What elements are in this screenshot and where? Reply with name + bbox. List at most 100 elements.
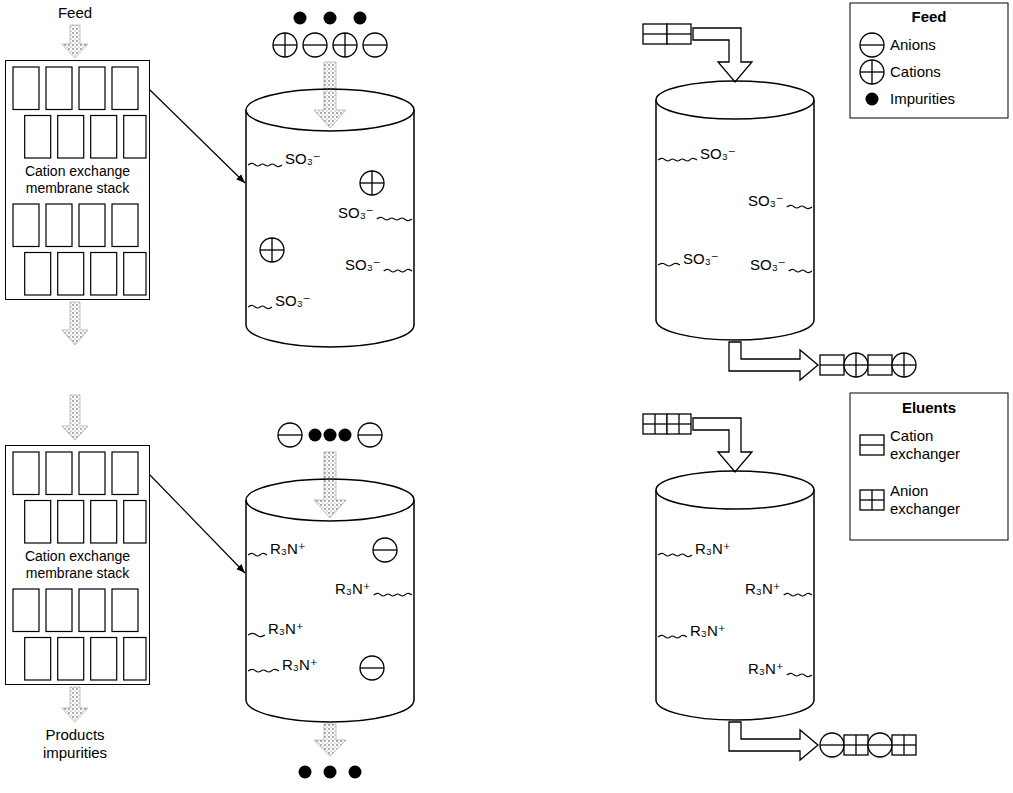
functional-group: SO₃⁻: [683, 250, 719, 268]
legend-entry: Cation exchanger: [890, 427, 995, 463]
membrane-cell: [58, 638, 84, 681]
membrane-cell: [112, 67, 138, 110]
legend-entry: Impurities: [890, 90, 1000, 108]
polymer-tether: [377, 217, 412, 220]
column-outline: [245, 88, 415, 347]
feed-ions-part: [363, 33, 387, 57]
legend-symbols-part: [860, 33, 884, 57]
membrane-cell: [112, 589, 138, 632]
membrane-cell: [91, 253, 117, 296]
functional-group: SO₃⁻: [748, 192, 784, 210]
product-label: Products impurities: [25, 726, 125, 762]
eluent-symbols-part: [643, 24, 667, 44]
eluent-symbols-part: [820, 733, 844, 757]
column-top: [246, 89, 414, 131]
membrane-cell: [124, 116, 146, 159]
eluent-symbols-part: [844, 735, 868, 755]
membrane-cell: [91, 638, 117, 681]
polymer-tether: [248, 669, 279, 672]
column-body: [656, 490, 814, 720]
membrane-cell: [79, 589, 105, 632]
functional-group: R₃N⁺: [268, 620, 304, 638]
membrane-cell: [112, 452, 138, 495]
eluent-arrows: [693, 28, 818, 760]
membrane-cell: [46, 452, 72, 495]
feed-ions-part: [358, 423, 382, 447]
legend-entry: Cations: [890, 63, 1000, 81]
stippled-arrows-part: [62, 395, 88, 440]
membrane-cell: [46, 204, 72, 247]
polymer-tether: [658, 158, 697, 161]
column-top: [246, 479, 414, 521]
legend-symbols-part: [860, 490, 884, 510]
membrane-cell: [13, 204, 39, 247]
membrane-cell: [58, 253, 84, 296]
stippled-arrows-part: [314, 724, 346, 756]
leader-arrow: [150, 90, 245, 183]
membrane-cell: [79, 452, 105, 495]
eluent-symbols-part: [667, 24, 691, 44]
column-body: [246, 110, 414, 347]
polymer-tether: [374, 593, 412, 596]
feed-ions-part: [354, 12, 367, 25]
membrane-cell: [79, 204, 105, 247]
membrane-cell: [58, 501, 84, 544]
feed-ions-part: [324, 429, 337, 442]
feed-ions-part: [333, 33, 357, 57]
column-body: [246, 500, 414, 722]
legend-heading: Eluents: [859, 399, 999, 417]
bound-ions-part: [260, 238, 284, 262]
eluent-symbols-part: [667, 414, 691, 434]
polymer-tether: [658, 635, 687, 638]
legend-frames: [850, 3, 1008, 540]
functional-group: SO₃⁻: [338, 204, 374, 222]
legend-symbols: [860, 33, 884, 510]
resin-column: SO₃⁻SO₃⁻SO₃⁻SO₃⁻: [655, 80, 815, 340]
stippled-arrows-part: [314, 452, 346, 518]
membrane-stack: Cation exchange membrane stack: [5, 445, 150, 685]
polymer-tether: [248, 305, 272, 308]
column-outline: [655, 80, 815, 340]
membrane-cell: [25, 501, 51, 544]
legend-symbols-part: [860, 60, 884, 84]
stack-label: Cation exchange membrane stack: [16, 546, 140, 584]
membrane-cell: [124, 501, 146, 544]
feed-ions-part: [349, 766, 362, 779]
membrane-cell: [91, 116, 117, 159]
bound-ions-part: [373, 538, 397, 562]
membrane-cell: [79, 67, 105, 110]
eluent-arrows-part: [693, 28, 752, 82]
feed-ions-part: [324, 766, 337, 779]
feed-ions-part: [299, 766, 312, 779]
stippled-arrows-part: [314, 62, 346, 128]
column-outline: [245, 478, 415, 722]
functional-group: R₃N⁺: [745, 580, 781, 598]
membrane-cell: [46, 67, 72, 110]
functional-group: R₃N⁺: [282, 656, 318, 674]
stippled-arrows: [62, 25, 346, 756]
eluent-arrows-part: [693, 418, 752, 472]
functional-group: SO₃⁻: [750, 256, 786, 274]
legend-frames-part: [850, 393, 1008, 540]
functional-group: SO₃⁻: [285, 150, 321, 168]
feed-ions-part: [273, 33, 297, 57]
stippled-arrows-part: [62, 302, 88, 345]
stippled-arrows-part: [62, 25, 88, 58]
polymer-tether: [789, 269, 812, 272]
eluent-arrows-part: [729, 342, 818, 380]
polymer-tether: [787, 205, 812, 208]
stippled-arrows-part: [62, 687, 88, 722]
membrane-cell: [25, 638, 51, 681]
membrane-cell: [91, 501, 117, 544]
membrane-cell: [13, 589, 39, 632]
eluent-symbols-part: [892, 353, 916, 377]
functional-group: SO₃⁻: [275, 292, 311, 310]
resin-column: R₃N⁺R₃N⁺R₃N⁺R₃N⁺: [655, 470, 815, 720]
eluent-symbols-part: [892, 735, 916, 755]
eluent-symbols-part: [868, 355, 892, 375]
polymer-tether: [384, 269, 412, 272]
functional-group: R₃N⁺: [690, 622, 726, 640]
eluent-symbols-part: [844, 353, 868, 377]
membrane-cell: [124, 638, 146, 681]
